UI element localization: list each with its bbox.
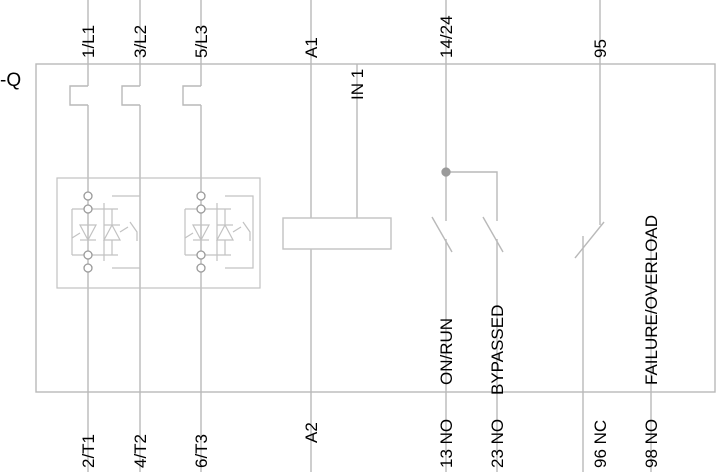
terminal-label-in1: IN 1: [348, 68, 367, 100]
terminal-label-a1: A1: [302, 37, 321, 58]
terminal-label-23-no: 23 NO: [488, 418, 507, 468]
contact-function-failure-overload: FAILURE/OVERLOAD: [642, 214, 661, 385]
terminal-label-2-t1: 2/T1: [79, 433, 98, 468]
terminal-label-4-t2: 4/T2: [131, 433, 150, 468]
contact-function-on-run: ON/RUN: [437, 317, 456, 385]
terminal-label-96-nc: 96 NC: [591, 419, 610, 468]
control-wiring: [310, 0, 358, 472]
thyristor-pair-phase1: [71, 195, 141, 269]
contact-function-bypassed: BYPASSED: [488, 304, 507, 395]
junction-dot-1424: [441, 167, 451, 177]
terminal-label-14-24: 14/24: [437, 15, 456, 58]
terminal-label-6-t3: 6/T3: [192, 433, 211, 468]
terminal-label-98-no: 98 NO: [642, 418, 661, 468]
terminal-label-13-no: 13 NO: [437, 418, 456, 468]
device-designation: -Q: [0, 70, 22, 91]
thyristor-pair-phase3: [184, 195, 254, 269]
terminal-label-a2: A2: [302, 422, 321, 443]
terminal-label-95: 95: [591, 39, 610, 58]
thyristor-pair-phase1-terminals: [83, 191, 93, 273]
terminal-label-1-l1: 1/L1: [79, 24, 98, 58]
terminal-label-5-l3: 5/L3: [192, 24, 211, 58]
device-enclosure-outline: [35, 63, 716, 393]
changeover-contact-group-95: [574, 0, 652, 472]
control-coil-block: [282, 217, 392, 250]
power-section-outline: [56, 177, 261, 289]
aux-contact-group-1424: [431, 0, 504, 472]
thyristor-pair-phase3-terminals: [196, 191, 206, 273]
terminal-label-3-l2: 3/L2: [131, 24, 150, 58]
